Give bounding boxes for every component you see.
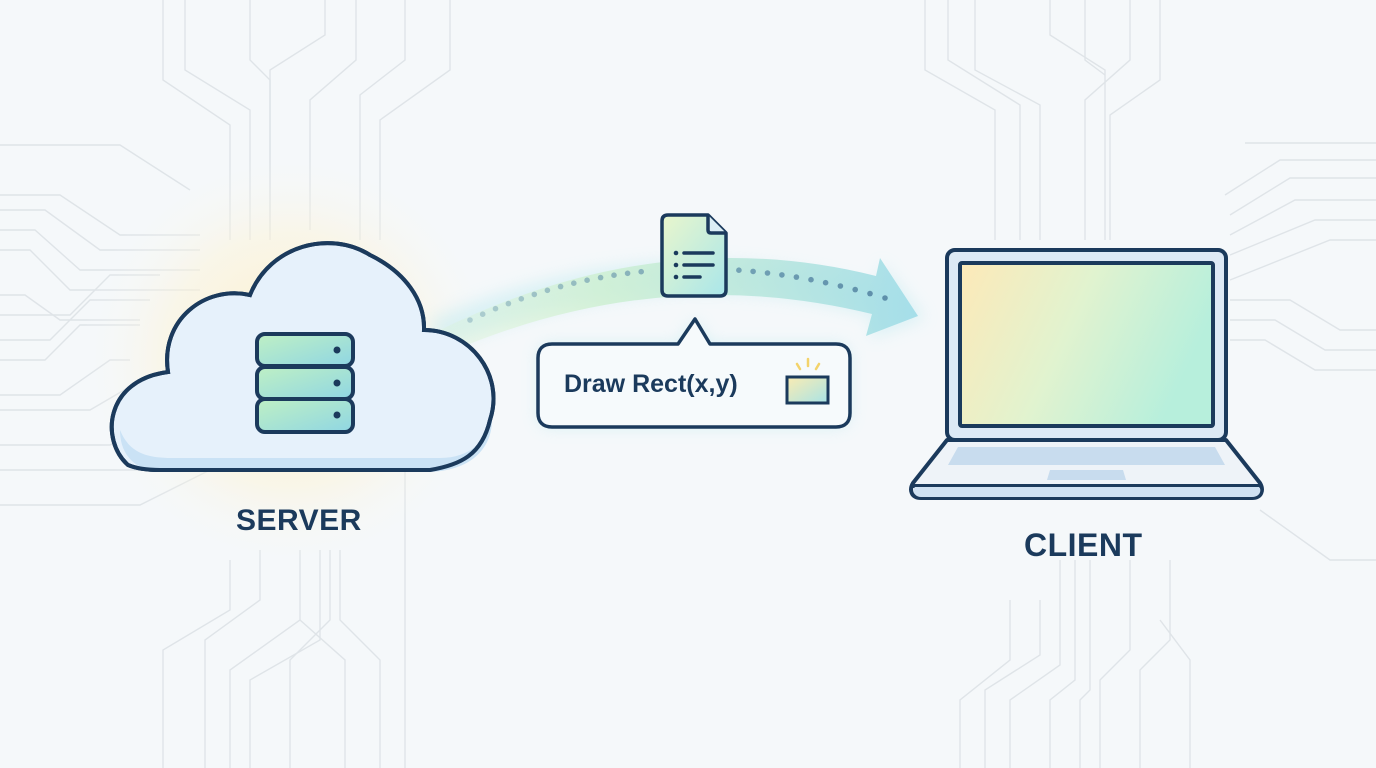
callout-bubble — [536, 317, 852, 429]
flow-dot — [837, 283, 844, 289]
flow-dot — [518, 296, 525, 302]
flow-dot — [852, 286, 858, 293]
document-icon — [660, 213, 728, 298]
flow-dot — [638, 268, 644, 275]
server-rack-icon — [255, 332, 355, 434]
flow-dot — [882, 295, 888, 301]
server-label: SERVER — [236, 504, 362, 537]
flow-dot — [764, 270, 771, 276]
flow-dot — [467, 317, 473, 323]
flow-dot — [736, 267, 742, 274]
flow-dot — [822, 279, 829, 286]
flow-dot — [544, 287, 551, 294]
laptop-icon — [909, 248, 1264, 500]
flow-dot — [808, 276, 814, 283]
flow-dot — [779, 272, 785, 278]
flow-dot — [531, 291, 538, 298]
flow-dot — [571, 280, 577, 287]
flow-dot — [597, 274, 604, 281]
flow-dot — [793, 274, 800, 280]
callout-text: Draw Rect(x,y) — [564, 370, 738, 398]
flow-dot — [492, 305, 499, 312]
flow-dot — [867, 290, 873, 297]
flow-dot — [584, 277, 590, 284]
flow-arrow — [430, 258, 925, 352]
flow-dot — [624, 270, 631, 277]
flow-dot — [505, 300, 512, 307]
rectangle-sparkle-icon — [785, 357, 830, 405]
client-label: CLIENT — [1024, 527, 1143, 563]
flow-dot — [479, 311, 486, 318]
flow-dots — [467, 267, 888, 323]
circuit-lines-right — [924, 0, 1376, 768]
flow-dot — [750, 268, 756, 275]
flow-dot — [611, 272, 617, 279]
flow-dot — [557, 283, 564, 290]
